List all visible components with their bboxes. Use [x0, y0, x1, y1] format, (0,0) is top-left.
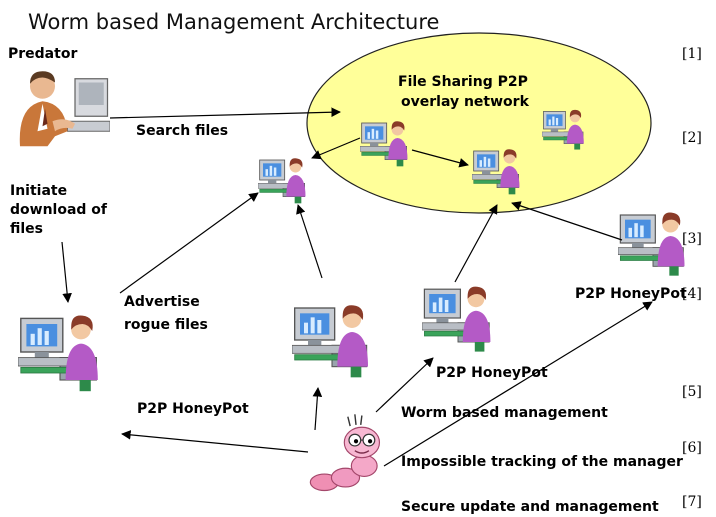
ref-6: [6]	[682, 440, 702, 456]
predator-person-icon	[19, 70, 110, 147]
honeypot-right-label: P2P HoneyPot	[575, 286, 687, 302]
ref-7: [7]	[682, 494, 702, 510]
initiate-label-line3: files	[10, 221, 43, 237]
predator-label: Predator	[8, 46, 77, 62]
computer-user-icon	[258, 157, 306, 204]
arrow-advertise-rogue	[119, 192, 259, 294]
honeypot-mid-computer-icon	[422, 286, 491, 353]
p2p-overlay-network	[306, 32, 652, 214]
ref-5: [5]	[682, 384, 702, 400]
network-label-line2: overlay network	[401, 94, 530, 110]
arrow-worm-to-right	[383, 301, 653, 467]
honeypot-mid-label: P2P HoneyPot	[436, 365, 548, 381]
honeypot-center-computer-icon	[292, 304, 369, 378]
note-worm-management: Worm based management	[401, 405, 608, 421]
arrow-initiate-download	[61, 241, 72, 303]
arrow-search-files	[109, 107, 341, 119]
arrow-center-to-node	[296, 204, 323, 279]
arrow-worm-to-center	[312, 387, 323, 431]
ref-1: [1]	[682, 46, 702, 62]
page-title: Worm based Management Architecture	[28, 10, 439, 34]
arrows	[61, 107, 653, 467]
initiate-label-line1: Initiate	[10, 183, 67, 199]
arrow-worm-to-left	[121, 430, 309, 453]
search-files-label: Search files	[136, 123, 228, 139]
arrow-right-to-overlay	[511, 201, 623, 241]
arrow-mid-to-overlay	[454, 204, 498, 283]
ref-2: [2]	[682, 130, 702, 146]
arrow-overlay-internal	[411, 149, 469, 168]
advertise-label-line1: Advertise	[124, 294, 200, 310]
arrow-worm-to-mid	[375, 357, 434, 413]
network-label-line1: File Sharing P2P	[398, 74, 528, 90]
arrow-overlay-to-node	[311, 137, 361, 160]
ref-4: [4]	[682, 286, 702, 302]
initiate-label-line2: download of	[10, 202, 108, 218]
note-secure-update: Secure update and management	[401, 499, 659, 515]
honeypot-left-label: P2P HoneyPot	[137, 401, 249, 417]
ref-3: [3]	[682, 231, 702, 247]
honeypot-right-computer-icon	[618, 211, 686, 277]
advertise-label-line2: rogue files	[124, 317, 208, 333]
honeypot-left-computer-icon	[18, 314, 99, 392]
note-impossible-tracking: Impossible tracking of the manager	[401, 454, 683, 470]
worm-icon	[309, 413, 381, 492]
